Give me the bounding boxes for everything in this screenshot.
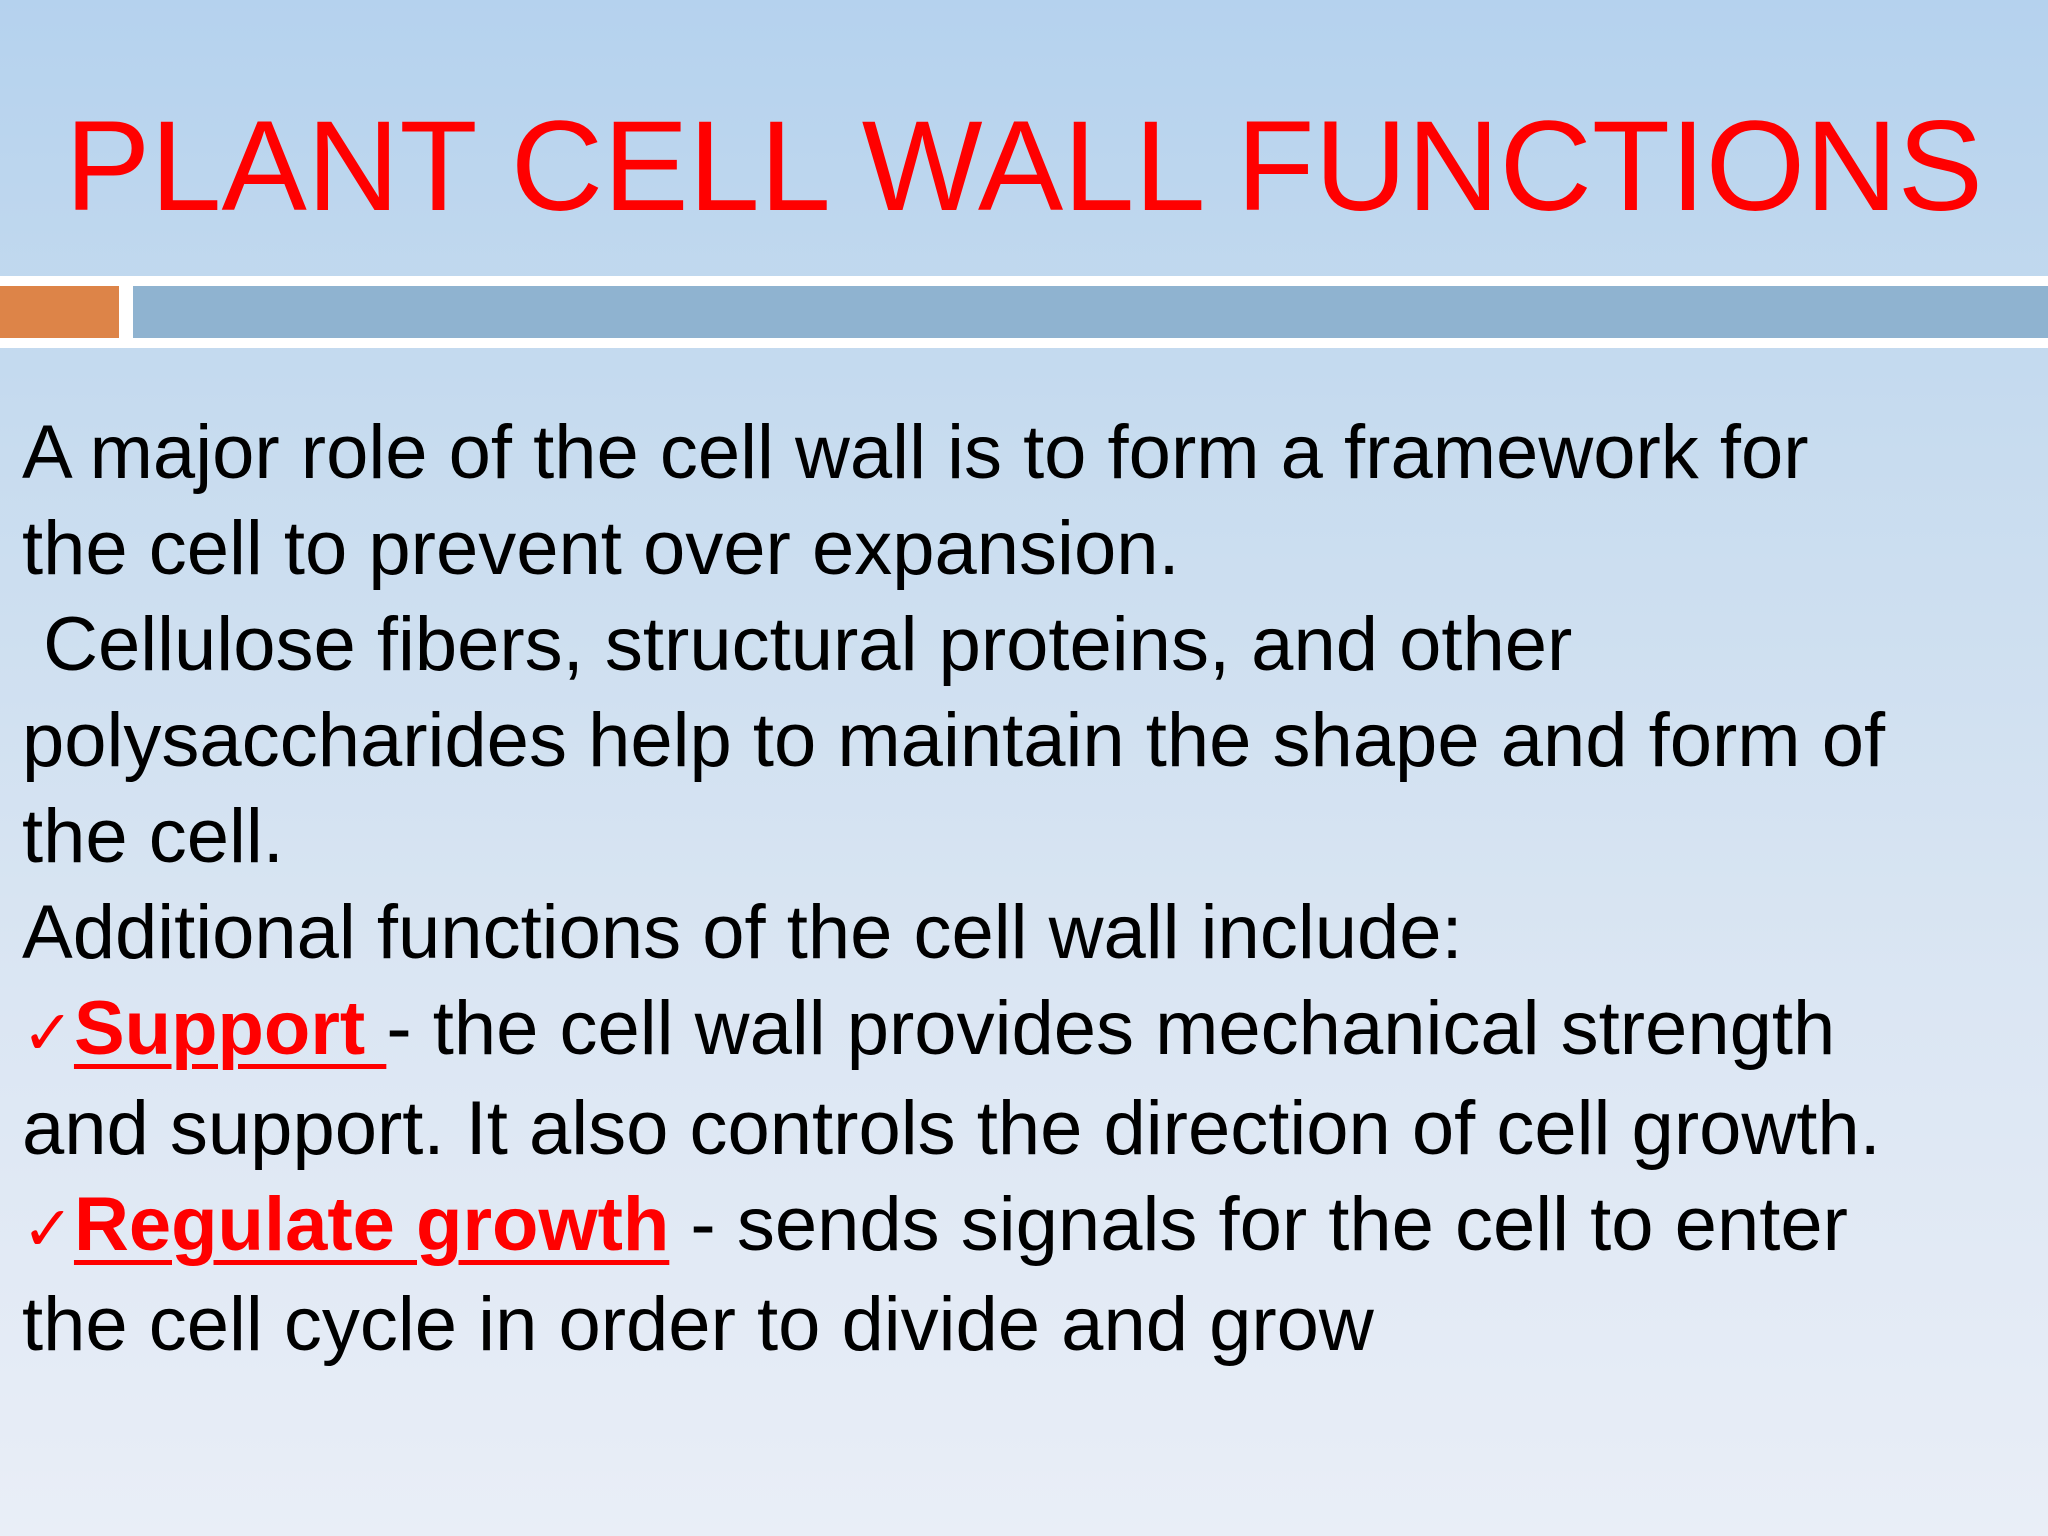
checkmark-icon: ✓ <box>22 1192 74 1265</box>
divider-bottom <box>0 338 2048 348</box>
body-line-2: the cell to prevent over expansion. <box>22 506 1180 591</box>
accent-bar-blue <box>133 286 2048 338</box>
body-line-1: A major role of the cell wall is to form… <box>22 410 1809 495</box>
accent-bar-orange <box>0 286 119 338</box>
slide-body: A major role of the cell wall is to form… <box>22 405 2032 1373</box>
term-support: Support <box>73 986 387 1071</box>
slide-title: PLANT CELL WALL FUNCTIONS <box>64 95 1984 238</box>
bullet-item-regulate-growth: ✓Regulate growth - sends signals for the… <box>22 1177 2032 1277</box>
regulate-growth-description: - sends signals for the cell to enter <box>669 1182 1848 1267</box>
body-line-3: Cellulose fibers, structural proteins, a… <box>22 602 1573 687</box>
body-line-4: polysaccharides help to maintain the sha… <box>22 698 1886 783</box>
body-line-5: the cell. <box>22 794 284 879</box>
support-continuation: and support. It also controls the direct… <box>22 1086 1881 1171</box>
checkmark-icon: ✓ <box>22 996 74 1069</box>
divider-top <box>0 276 2048 286</box>
term-regulate-growth: Regulate growth <box>73 1182 670 1267</box>
regulate-growth-continuation: the cell cycle in order to divide and gr… <box>22 1282 1374 1367</box>
support-description: - the cell wall provides mechanical stre… <box>386 986 1836 1071</box>
bullet-item-support: ✓Support - the cell wall provides mechan… <box>22 981 2032 1081</box>
accent-bar-gap <box>119 286 133 338</box>
body-line-6: Additional functions of the cell wall in… <box>22 890 1463 975</box>
